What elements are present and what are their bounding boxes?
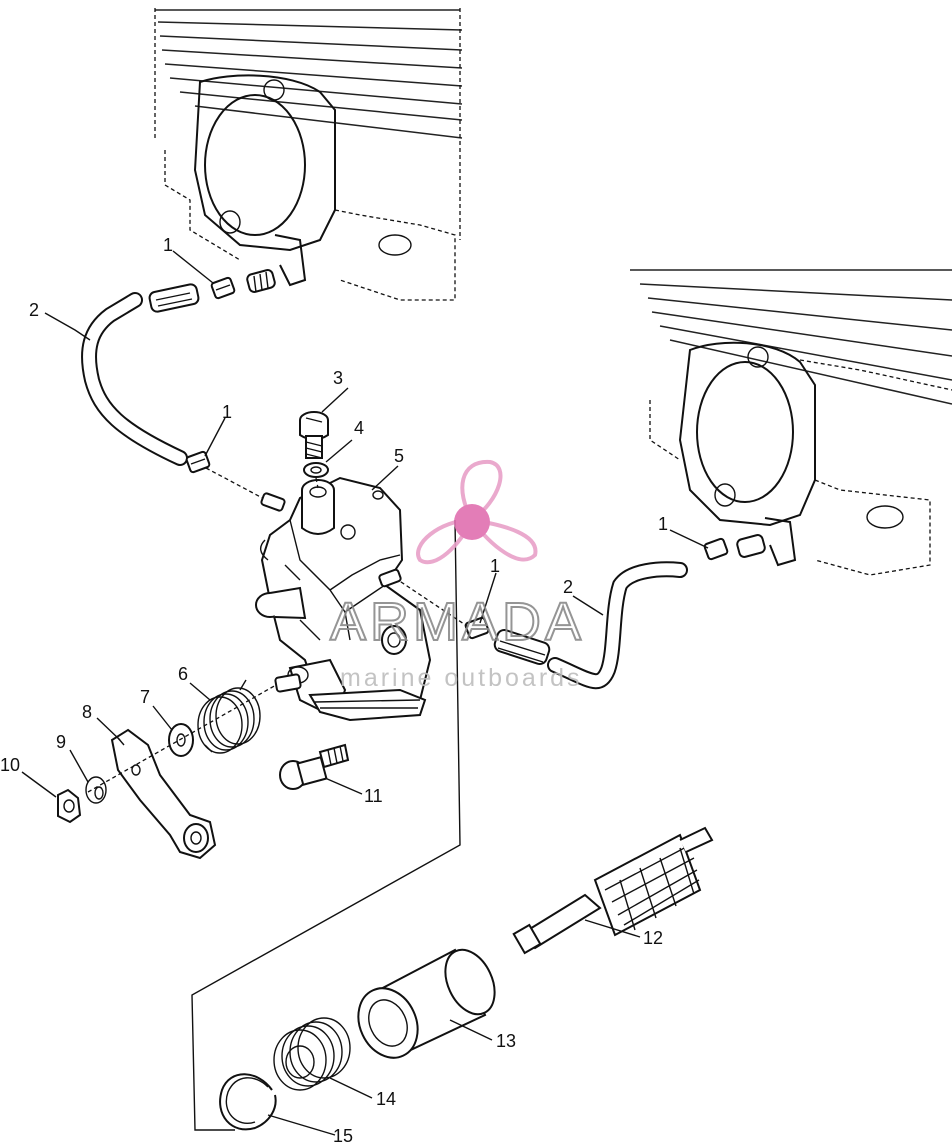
drive-gear-12 [512,826,714,955]
watermark-title: ARMADA [330,592,585,652]
callout-9: 9 [56,732,66,752]
armada-watermark: ARMADA marine outboards [329,459,585,692]
cylinder-block-upper-right [630,269,952,576]
washer-7 [168,723,194,757]
watermark-subtitle: marine outboards [340,664,583,692]
callout-1-center: 1 [490,556,500,576]
washer-4 [303,462,329,478]
lock-washer-9 [85,776,107,804]
callout-11: 11 [364,786,383,806]
callout-15: 15 [333,1126,353,1143]
callout-1-top: 1 [163,235,173,255]
hose-clip-2 [185,450,211,474]
bolt-11 [279,743,350,790]
screw-3 [299,411,329,459]
callout-8: 8 [82,702,92,722]
callout-1-mid: 1 [222,402,232,422]
callout-2-left: 2 [29,300,39,320]
cylinder-block-upper-left [154,8,463,301]
cylinder-fitting-left [246,269,276,293]
lever-8 [110,728,217,860]
fuel-pump-body [255,476,432,722]
cylinder-fitting-right [736,534,766,558]
nut-10 [57,788,82,824]
callout-14: 14 [376,1089,396,1109]
spring-6 [197,679,261,754]
callout-6: 6 [178,664,188,684]
hose-clip-4 [464,616,490,640]
callout-12: 12 [643,928,663,948]
callout-1-right: 1 [658,514,668,534]
hose-left [81,283,200,466]
propeller-logo-icon [416,459,538,565]
callout-7: 7 [140,687,150,707]
hose-clip-1 [210,276,236,300]
callout-2-right: 2 [563,577,573,597]
callout-13: 13 [496,1031,516,1051]
callout-4: 4 [354,418,364,438]
hose-right [493,561,688,690]
callout-5: 5 [394,446,404,466]
circlip-15 [219,1073,277,1131]
spring-14 [273,1017,351,1091]
callout-10: 10 [0,755,20,775]
hose-clip-3 [703,537,729,561]
callout-3: 3 [333,368,343,388]
sleeve-13 [357,948,496,1059]
